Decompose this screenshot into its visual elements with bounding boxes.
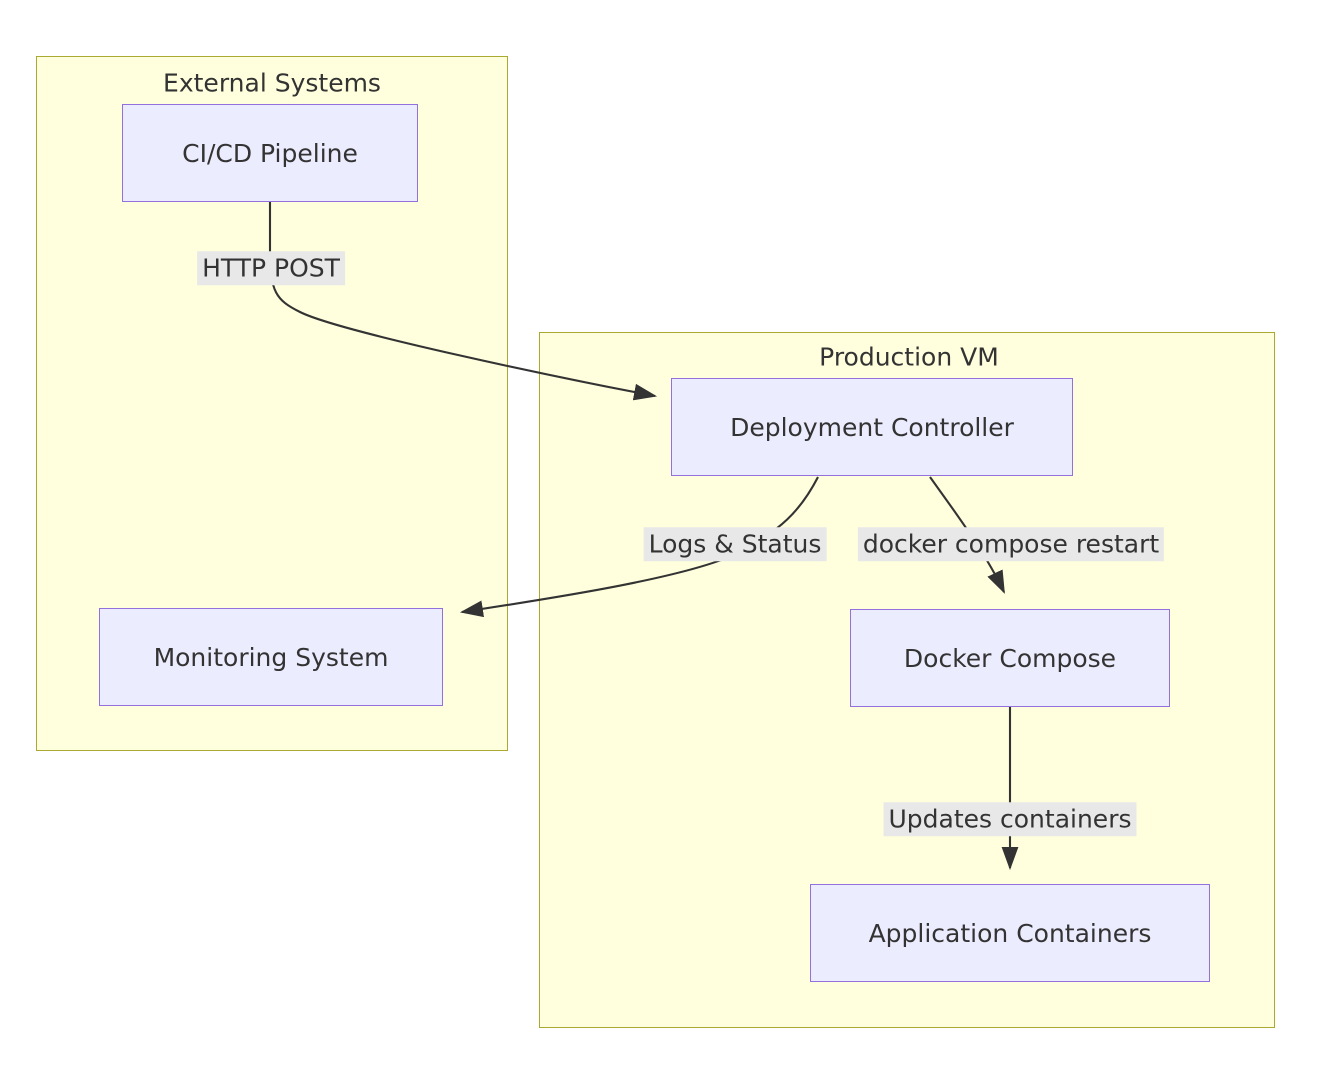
node-deployment-controller[interactable]: Deployment Controller (671, 378, 1073, 476)
edge-label-updates-containers: Updates containers (883, 802, 1137, 836)
node-label-monitoring-system: Monitoring System (153, 642, 389, 672)
cluster-title-external-systems: External Systems (163, 68, 381, 98)
node-docker-compose[interactable]: Docker Compose (850, 609, 1170, 707)
node-label-deployment-controller: Deployment Controller (730, 412, 1014, 442)
node-ci-cd-pipeline[interactable]: CI/CD Pipeline (122, 104, 418, 202)
node-label-docker-compose: Docker Compose (903, 643, 1117, 673)
node-monitoring-system[interactable]: Monitoring System (99, 608, 443, 706)
node-label-application-containers: Application Containers (868, 918, 1152, 948)
cluster-title-production-vm: Production VM (819, 342, 999, 372)
edge-label-docker-compose-restart: docker compose restart (857, 527, 1165, 561)
edge-label-logs-status: Logs & Status (643, 527, 827, 561)
node-application-containers[interactable]: Application Containers (810, 884, 1210, 982)
node-label-ci-cd-pipeline: CI/CD Pipeline (182, 138, 358, 168)
edge-label-http-post: HTTP POST (197, 251, 345, 285)
